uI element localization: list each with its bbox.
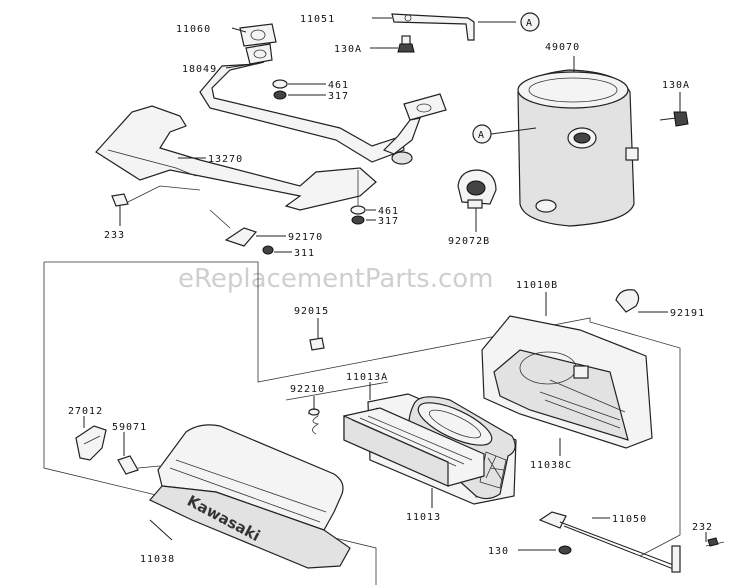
label-11050: 11050 [612,514,647,525]
bracket-11051 [391,13,475,41]
cover-11038 [149,424,351,569]
label-317-mid: 317 [378,216,399,227]
leader-11038 [149,519,173,541]
washer-461-top [272,79,288,89]
nut-317-top [273,90,287,100]
label-92191: 92191 [670,308,705,319]
nut-130a-top [397,35,415,53]
label-27012: 27012 [68,406,103,417]
label-11013: 11013 [406,512,441,523]
label-92210: 92210 [290,384,325,395]
nut-317-mid [351,215,365,225]
clip-92191 [615,289,640,313]
leader-59071-link [137,465,161,469]
label-317-top: 317 [328,91,349,102]
label-130a-right: 130A [662,80,690,91]
clip-233 [111,193,129,207]
nut-130-bottom [558,545,572,555]
label-461-mid: 461 [378,206,399,217]
exhaust-pipe-18049 [199,43,447,165]
bolt-130a-right [659,111,689,127]
screw-311 [262,245,274,255]
label-59071: 59071 [112,422,147,433]
watermark-text: eReplacementParts.com [178,264,494,294]
label-130a-top: 130A [334,44,362,55]
label-130-bottom: 130 [488,546,509,557]
washer-461-mid [350,170,366,215]
dashed-233 [127,185,201,203]
label-233: 233 [104,230,125,241]
air-cleaner-base-11010b [481,315,653,449]
label-11010b: 11010B [516,280,558,291]
label-49070: 49070 [545,42,580,53]
bracket-92170 [209,209,258,247]
label-11013a: 11013A [346,372,388,383]
label-92170: 92170 [288,232,323,243]
clamp-92072b [457,169,497,209]
latch-27012 [75,425,107,461]
muffler-49070 [517,69,639,227]
svg-text:A: A [526,18,533,29]
heat-shield-13270 [95,105,377,211]
clip-59071 [117,455,139,475]
callout-a-muffler: A [472,124,492,144]
label-461-top: 461 [328,80,349,91]
svg-text:A: A [478,130,485,141]
frame-inner [285,381,389,401]
leader-18049 [225,63,253,69]
spring-92210 [307,408,320,435]
callout-a-top: A [520,12,540,32]
group-frame [44,261,681,557]
label-232: 232 [692,522,713,533]
label-92072b: 92072B [448,236,490,247]
label-92015: 92015 [294,306,329,317]
label-11060: 11060 [176,24,211,35]
label-311: 311 [294,248,315,259]
filter-11013 [343,407,485,487]
leader-11060 [231,27,247,33]
leader-callout-muffler [490,127,537,135]
label-13270: 13270 [208,154,243,165]
bolt-92015 [309,337,325,351]
label-11038c: 11038C [530,460,572,471]
label-11051: 11051 [300,14,335,25]
pin-232 [705,537,725,547]
label-11038: 11038 [140,554,175,565]
gasket-11060 [239,23,277,47]
label-18049: 18049 [182,64,217,75]
rod-11050 [538,511,681,573]
